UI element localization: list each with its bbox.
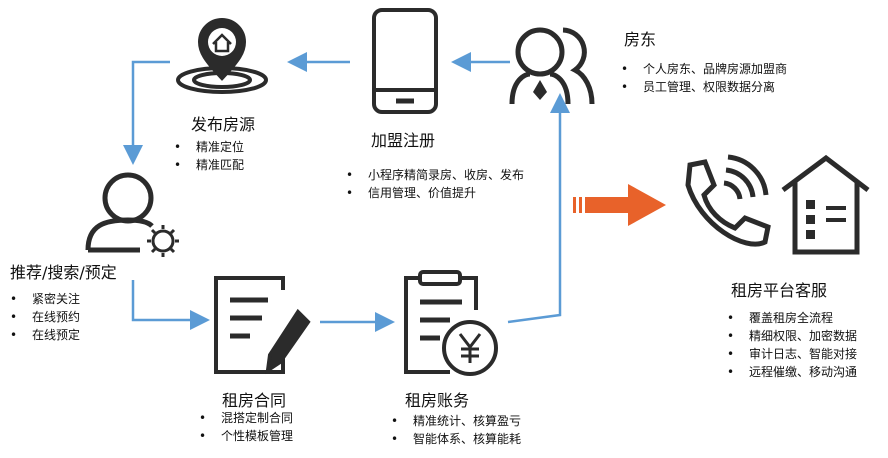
landlord-title: 房东 [624, 30, 657, 49]
location-pin-icon [176, 18, 268, 94]
list-item: 精细权限、加密数据 [727, 327, 857, 345]
list-item: 审计日志、智能对接 [727, 345, 857, 363]
list-item: 精准统计、核算盈亏 [391, 412, 521, 430]
list-item: 覆盖租房全流程 [727, 309, 857, 327]
landlord-bullets: 个人房东、品牌房源加盟商 员工管理、权限数据分离 [621, 60, 787, 96]
service-bullets: 覆盖租房全流程 精细权限、加密数据 审计日志、智能对接 远程催缴、移动沟通 [727, 309, 857, 381]
house-icon [781, 154, 870, 255]
contract-bullets: 混搭定制合同 个性模板管理 [199, 409, 293, 445]
publish-title: 发布房源 [191, 115, 256, 134]
list-item: 个人房东、品牌房源加盟商 [621, 60, 787, 78]
recommend-bullets: 紧密关注 在线预约 在线预定 [10, 290, 80, 344]
customer-service-phone-icon [685, 154, 771, 247]
list-item: 在线预定 [10, 326, 80, 344]
list-item: 小程序精简录房、收房、发布 [346, 166, 524, 184]
list-item: 远程催缴、移动沟通 [727, 363, 857, 381]
list-item: 员工管理、权限数据分离 [621, 78, 787, 96]
list-item: 个性模板管理 [199, 427, 293, 445]
orange-arrow-icon [573, 184, 666, 226]
landlord-users-icon [509, 27, 595, 105]
list-item: 信用管理、价值提升 [346, 184, 524, 202]
billing-title: 租房账务 [405, 391, 470, 410]
list-item: 智能体系、核算能耗 [391, 430, 521, 448]
billing-bullets: 精准统计、核算盈亏 智能体系、核算能耗 [391, 412, 521, 448]
recommend-title: 推荐/搜索/预定 [10, 263, 117, 282]
register-title: 加盟注册 [371, 131, 436, 150]
publish-bullets: 精准定位 精准匹配 [174, 138, 244, 174]
list-item: 精准匹配 [174, 156, 244, 174]
list-item: 紧密关注 [10, 290, 80, 308]
service-title: 租房平台客服 [731, 281, 828, 300]
register-bullets: 小程序精简录房、收房、发布 信用管理、价值提升 [346, 166, 524, 202]
user-settings-icon [85, 172, 179, 257]
arrow-publish-to-recommend [123, 60, 170, 165]
list-item: 精准定位 [174, 138, 244, 156]
list-item: 在线预约 [10, 308, 80, 326]
arrow-recommend-to-contract [131, 280, 210, 330]
contract-pen-icon [214, 276, 311, 375]
mobile-phone-icon [372, 8, 438, 114]
bill-yuan-icon [404, 270, 498, 376]
list-item: 混搭定制合同 [199, 409, 293, 427]
contract-title: 租房合同 [222, 391, 287, 410]
arrow-billing-to-landlord [507, 93, 570, 324]
